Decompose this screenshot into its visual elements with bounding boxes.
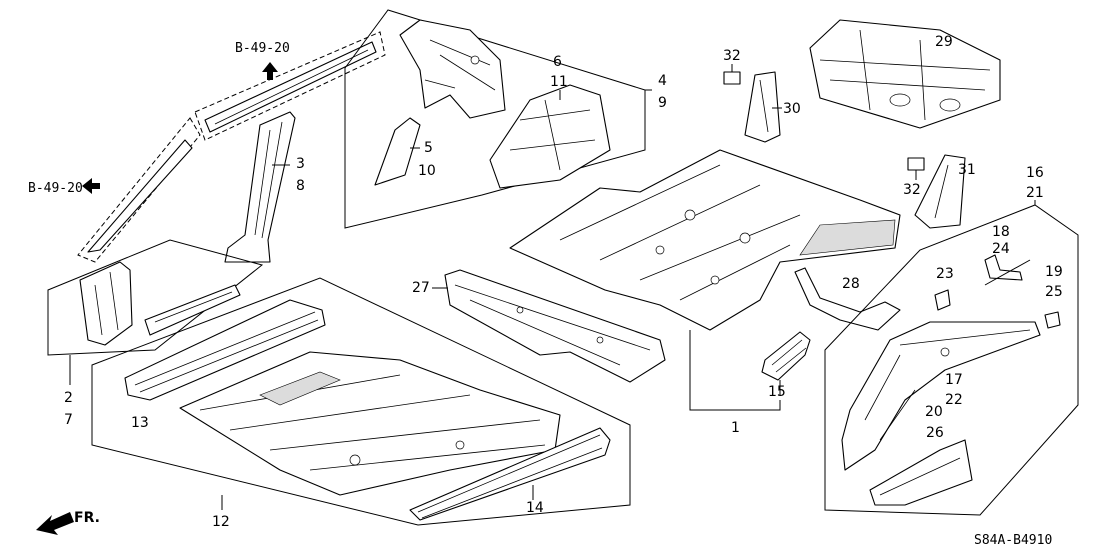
bolt-32-mid-icon	[907, 157, 925, 180]
up-arrow-icon	[262, 62, 278, 80]
center-pillar-part	[224, 111, 296, 263]
rear-floor-part	[509, 149, 901, 331]
callout-12: 12	[212, 514, 230, 530]
group-box-4-9	[344, 9, 646, 229]
group-box-12	[91, 277, 631, 526]
callout-13: 13	[131, 415, 149, 431]
rear-extension-26-part	[869, 439, 973, 506]
callout-21: 21	[1026, 185, 1044, 201]
sill-14-part	[409, 427, 611, 521]
callout-26: 26	[926, 425, 944, 441]
diagram-code: S84A-B4910	[974, 533, 1052, 548]
callout-6: 6	[553, 54, 562, 70]
clip-23-icon	[934, 289, 951, 311]
callout-22: 22	[945, 392, 963, 408]
callout-32-mid: 32	[903, 182, 921, 198]
callout-18: 18	[992, 224, 1010, 240]
callout-8: 8	[296, 178, 305, 194]
callout-9: 9	[658, 95, 667, 111]
rear-wheelhouse-part	[374, 19, 611, 189]
callout-29: 29	[935, 34, 953, 50]
group-box-16-21	[824, 204, 1079, 516]
callout-1: 1	[731, 420, 740, 436]
callout-32-top: 32	[723, 48, 741, 64]
callout-14: 14	[526, 500, 544, 516]
leader-18	[984, 259, 1031, 286]
callout-4: 4	[658, 73, 667, 89]
leader-1	[689, 330, 781, 411]
callout-10: 10	[418, 163, 436, 179]
callout-24: 24	[992, 241, 1010, 257]
front-marker-label: FR.	[74, 510, 100, 526]
callout-19: 19	[1045, 264, 1063, 280]
callout-2: 2	[64, 390, 73, 406]
front-floor-part	[179, 351, 561, 496]
brace-30-part	[744, 71, 781, 143]
callout-15: 15	[768, 384, 786, 400]
callout-16: 16	[1026, 165, 1044, 181]
roof-rail-part	[77, 31, 386, 263]
sill-13-part	[124, 299, 326, 401]
clip-19-25-icon	[1044, 311, 1061, 329]
callout-17: 17	[945, 372, 963, 388]
front-arrow-icon	[36, 512, 74, 535]
callout-28: 28	[842, 276, 860, 292]
bolt-32-top-icon	[723, 64, 741, 85]
callout-7: 7	[64, 412, 73, 428]
left-arrow-icon	[82, 178, 100, 194]
callout-11: 11	[550, 74, 568, 90]
callout-31: 31	[958, 162, 976, 178]
reference-left-label: B-49-20	[28, 181, 83, 196]
cross-member-27-part	[444, 269, 666, 383]
lower-pillar-part	[79, 261, 241, 346]
brace-31-part	[914, 154, 966, 229]
callout-3: 3	[296, 156, 305, 172]
callout-30: 30	[783, 101, 801, 117]
callout-5: 5	[424, 140, 433, 156]
bracket-18-24-part	[984, 254, 1023, 281]
rear-frame-part	[841, 321, 1041, 471]
callout-27: 27	[412, 280, 430, 296]
bracket-15-part	[761, 331, 811, 381]
callout-23: 23	[936, 266, 954, 282]
reference-top-label: B-49-20	[235, 41, 290, 56]
callout-25: 25	[1045, 284, 1063, 300]
rear-shelf-part	[809, 19, 1001, 129]
bracket-28-part	[794, 267, 901, 331]
callout-20: 20	[925, 404, 943, 420]
